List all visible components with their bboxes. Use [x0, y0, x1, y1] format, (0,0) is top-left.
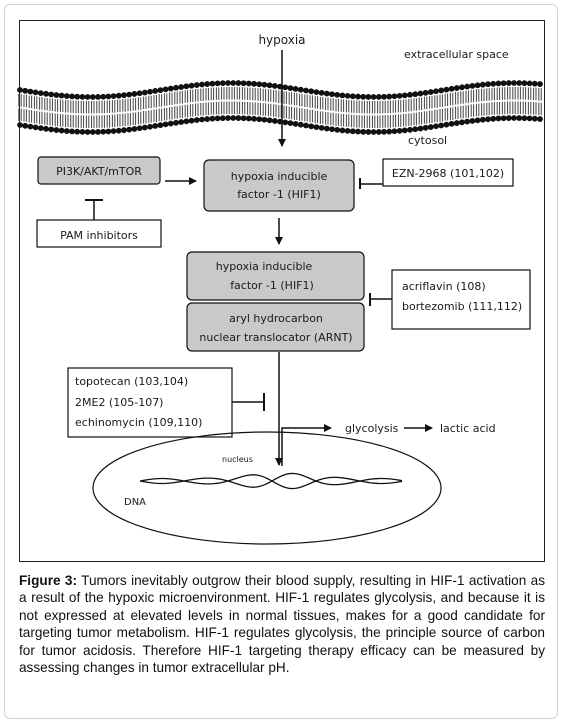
bortezomib-label: bortezomib (111,112) — [402, 300, 522, 313]
nucleus-ellipse — [92, 431, 442, 545]
topotecan-label: topotecan (103,104) — [75, 375, 188, 388]
dna-label: DNA — [124, 497, 146, 508]
acriflavin-bortezomib-box — [391, 269, 531, 330]
hif1-box — [203, 159, 355, 212]
arnt-box — [186, 302, 365, 352]
nucleus-label: nucleus — [222, 455, 253, 464]
pi3k-akt-mtor-label: PI3K/AKT/mTOR — [56, 165, 142, 178]
2me2-label: 2ME2 (105-107) — [75, 396, 163, 409]
caption-label: Figure 3: — [19, 573, 78, 588]
figure-caption: Figure 3: Tumors inevitably outgrow thei… — [19, 572, 545, 676]
hif1-label-line1: hypoxia inducible — [231, 170, 328, 183]
extracellular-space-label: extracellular space — [404, 48, 509, 61]
topotecan-group-box — [67, 367, 233, 438]
arnt-label-line2: nuclear translocator (ARNT) — [199, 331, 352, 344]
hif1-complex-label-line2: factor -1 (HIF1) — [230, 279, 314, 292]
ezn-2968-label: EZN-2968 (101,102) — [392, 167, 504, 180]
hif1-complex-label-line1: hypoxia inducible — [216, 260, 313, 273]
glycolysis-label: glycolysis — [345, 422, 399, 435]
hif1-complex-box — [186, 251, 365, 301]
hypoxia-label: hypoxia — [258, 33, 305, 47]
cell-membrane — [17, 80, 543, 135]
echinomycin-label: echinomycin (109,110) — [75, 416, 202, 429]
transcription-arrow — [281, 424, 332, 466]
dna-strand-b — [139, 474, 403, 490]
cytosol-label: cytosol — [408, 134, 447, 147]
pi3k-akt-mtor-box — [37, 156, 161, 185]
pam-inhibitors-box — [36, 219, 162, 248]
caption-text: Tumors inevitably outgrow their blood su… — [19, 573, 546, 676]
ezn-2968-box — [382, 158, 514, 187]
hif1-label-line2: factor -1 (HIF1) — [237, 188, 321, 201]
acriflavin-label: acriflavin (108) — [402, 280, 486, 293]
lactic-acid-label: lactic acid — [440, 422, 496, 435]
arnt-label-line1: aryl hydrocarbon — [229, 312, 323, 325]
pam-inhibitors-label: PAM inhibitors — [60, 229, 138, 242]
